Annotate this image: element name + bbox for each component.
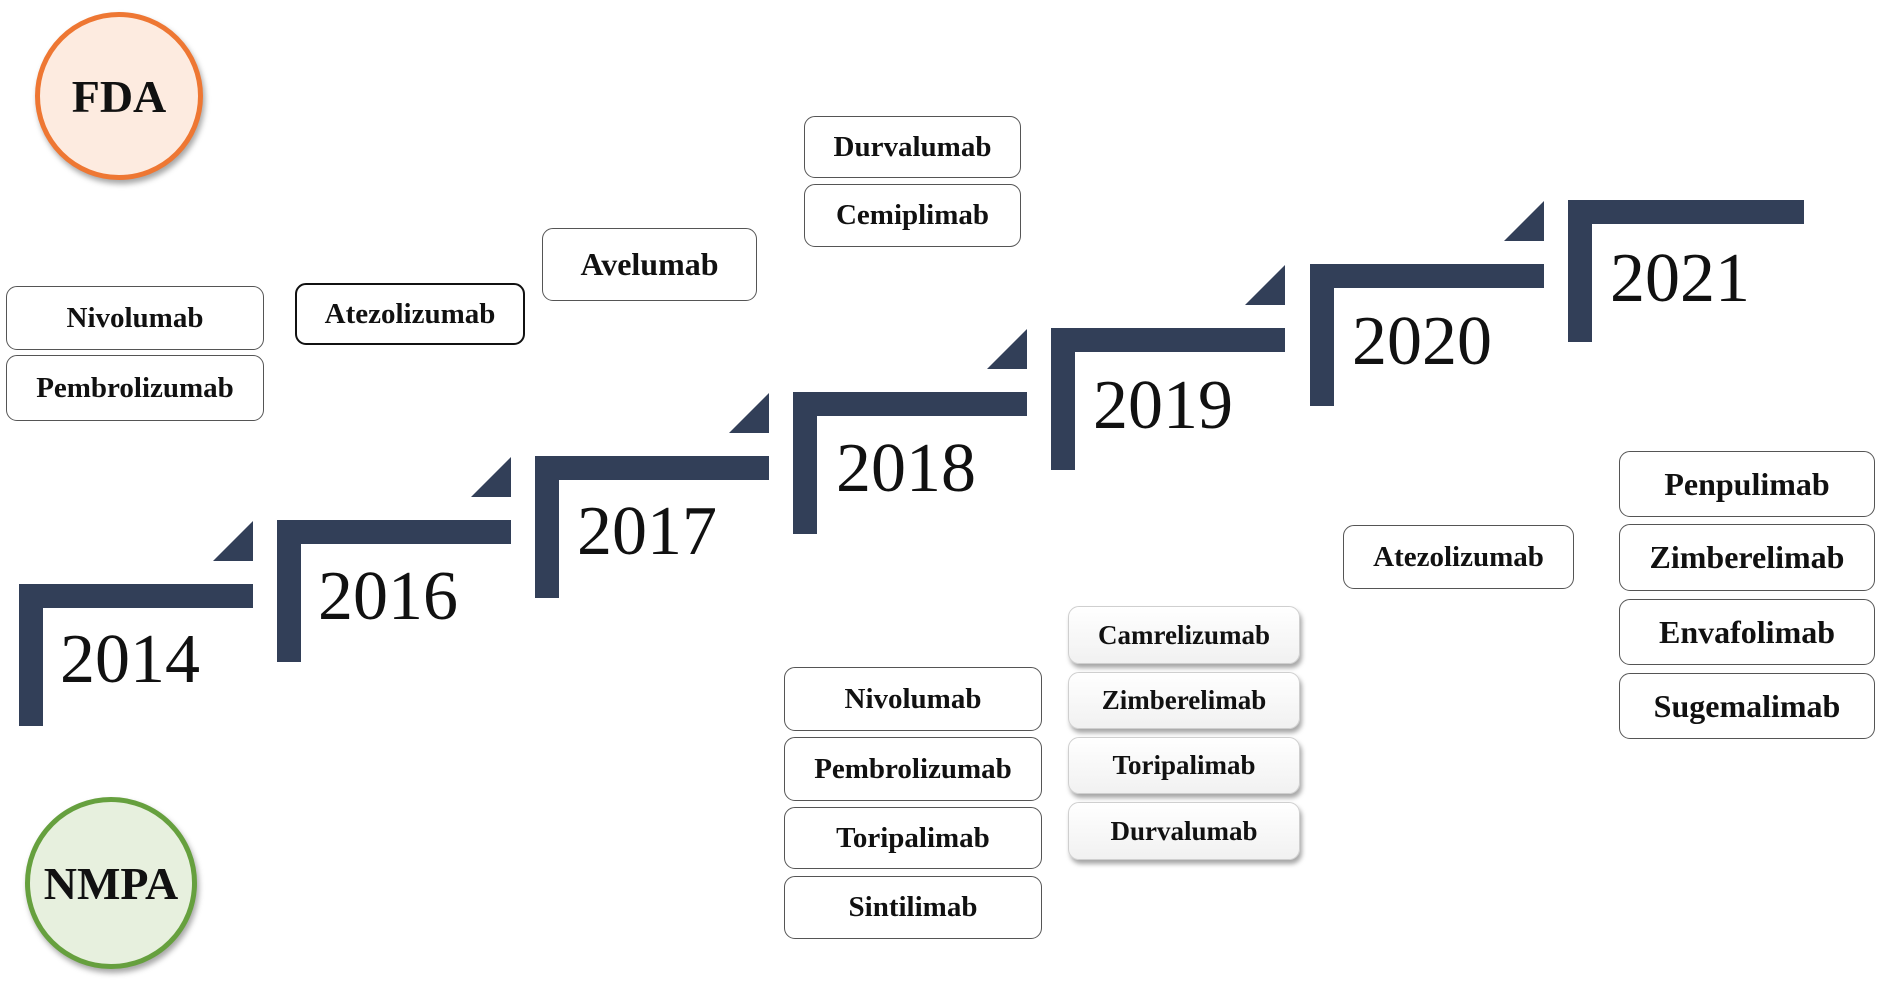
fda-2017-drug: Avelumab xyxy=(542,228,757,301)
fda-2014-drug: Nivolumab xyxy=(6,286,264,350)
nmpa-2021-drug: Penpulimab xyxy=(1619,451,1875,517)
nmpa-2019-drug: Toripalimab xyxy=(1068,737,1300,794)
nmpa-2019-drug: Durvalumab xyxy=(1068,802,1300,860)
nmpa-2020-drug: Atezolizumab xyxy=(1343,525,1574,589)
nmpa-2021-drug: Envafolimab xyxy=(1619,599,1875,665)
nmpa-2018-drug: Toripalimab xyxy=(784,807,1042,869)
year-label-2014: 2014 xyxy=(60,621,200,698)
nmpa-2021-drug: Zimberelimab xyxy=(1619,524,1875,591)
fda-2016-drug: Atezolizumab xyxy=(295,283,525,345)
nmpa-2018-drug: Sintilimab xyxy=(784,876,1042,939)
nmpa-circle: NMPA xyxy=(25,797,197,969)
nmpa-2018-drug: Pembrolizumab xyxy=(784,737,1042,801)
year-label-2016: 2016 xyxy=(318,558,458,635)
fda-2018-drug: Durvalumab xyxy=(804,116,1021,178)
fda-2018-drug: Cemiplimab xyxy=(804,184,1021,247)
nmpa-2019-drug: Zimberelimab xyxy=(1068,672,1300,729)
fda-2014-drug: Pembrolizumab xyxy=(6,355,264,421)
nmpa-2021-drug: Sugemalimab xyxy=(1619,673,1875,739)
year-label-2019: 2019 xyxy=(1093,367,1233,444)
fda-circle: FDA xyxy=(35,12,203,180)
nmpa-2019-drug: Camrelizumab xyxy=(1068,606,1300,664)
nmpa-2018-drug: Nivolumab xyxy=(784,667,1042,731)
year-label-2021: 2021 xyxy=(1610,240,1750,317)
year-label-2017: 2017 xyxy=(577,493,717,570)
year-label-2020: 2020 xyxy=(1352,303,1492,380)
year-label-2018: 2018 xyxy=(836,430,976,507)
